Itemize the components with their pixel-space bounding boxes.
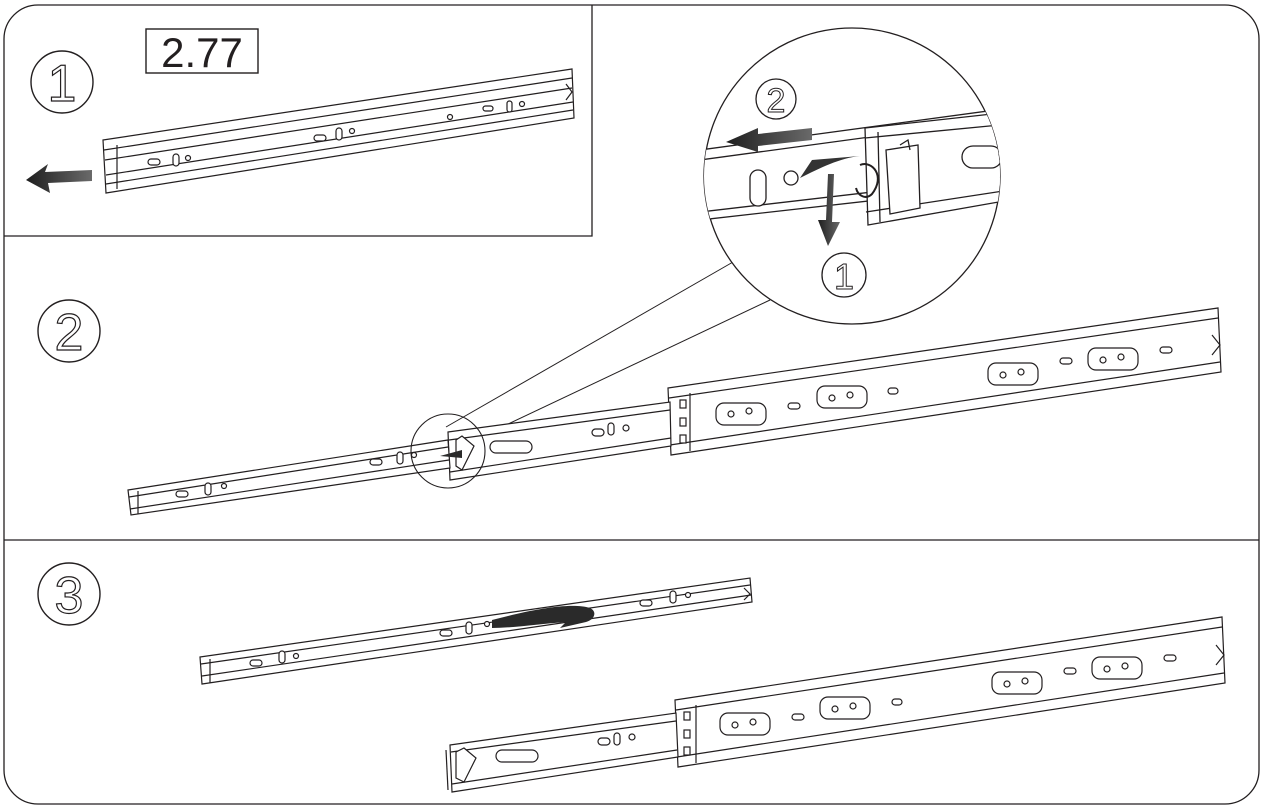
panel-1-rail [102,68,575,194]
zoom-step-2-number: 2 [767,82,786,120]
pull-arrow-2 [726,128,812,152]
step-2-badge: 2 [37,299,101,363]
remove-arrow [492,605,595,628]
panel-3-middle-rail [445,712,679,793]
zoom-step-1-number: 1 [834,256,854,297]
lever-press-arrow [800,156,860,178]
label-box-text: 2.77 [161,29,243,76]
zoom-detail: 2 1 [703,27,1001,325]
zoom-step-2-badge: 2 [755,78,797,121]
step-1-badge: 1 [30,50,94,114]
step-1-number: 1 [48,55,77,113]
step-2-number: 2 [55,304,84,362]
step-3-badge: 3 [37,562,101,626]
zoom-leader-bottom [465,299,771,445]
down-arrow-1 [818,174,840,246]
panel-2-middle-rail [447,401,672,481]
panel-3-inner-rail [199,577,753,685]
pull-arrow-1 [26,164,92,193]
outer-frame [3,4,1260,805]
zoom-source-circle [410,413,486,489]
step-3-number: 3 [55,567,84,625]
panel-2-outer-rail [667,307,1222,456]
zoom-leader-top [445,257,741,428]
panel-2-inner-rail [127,439,451,516]
panel-3-outer-rail [674,616,1226,768]
release-lever-small-arrow [440,450,462,458]
label-box [145,28,259,74]
zoom-step-1-badge: 1 [821,252,867,298]
panel-1-border [4,5,593,237]
